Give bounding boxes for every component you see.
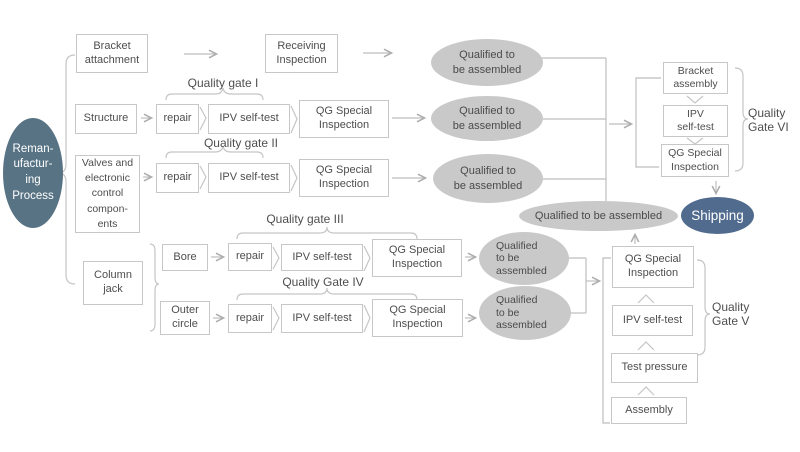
chevron-ipv3-qg3 — [363, 245, 371, 272]
box-qg-special-gate5: QG Special Inspection — [612, 246, 694, 288]
chevron-repair2-ipv2 — [199, 165, 207, 190]
box-qg-special-outer: QG Special Inspection — [372, 299, 463, 337]
box-ipv-selftest-gate6: IPV self-test — [663, 105, 728, 137]
shipping-ellipse: Shipping — [681, 197, 754, 234]
label-quality-gate-5: Quality Gate V — [712, 300, 750, 329]
qualified-ellipse-4: Qualified to be assembled — [479, 232, 569, 285]
chevron-repair1-ipv1 — [199, 106, 207, 131]
label-quality-gate-1: Quality gate I — [187, 76, 259, 90]
qualified-ellipse-2: Qualified to be assembled — [431, 96, 543, 141]
box-column-jack: Column jack — [83, 261, 143, 305]
box-ipv-selftest-gate5: IPV self-test — [612, 305, 693, 336]
qualified-ellipse-3: Qualified to be assembled — [433, 154, 543, 203]
box-bore: Bore — [162, 244, 208, 271]
box-repair-bore: repair — [228, 243, 272, 271]
brace-gate3 — [236, 226, 418, 240]
label-quality-gate-4: Quality Gate IV — [282, 275, 364, 289]
box-assembly: Assembly — [611, 397, 687, 424]
brace-gate1 — [165, 87, 264, 101]
label-quality-gate-3: Quality gate III — [266, 212, 344, 226]
box-bracket-attachment: Bracket attachment — [76, 34, 148, 73]
qualified-ellipse-5: Qualified to be assembled — [479, 286, 571, 340]
box-outer-circle: Outer circle — [160, 301, 210, 335]
chevron-ipv4-qg4 — [363, 304, 371, 333]
chevron-testpressure-ipv5 — [637, 341, 655, 351]
chevron-assembly-testpressure — [637, 386, 655, 396]
brace-gate2 — [165, 145, 264, 159]
bracket-gate6-stack — [635, 77, 661, 168]
box-qg-special-structure: QG Special Inspection — [299, 100, 389, 138]
label-quality-gate-2: Quality gate II — [203, 136, 279, 150]
box-ipv-selftest-structure: IPV self-test — [208, 104, 290, 134]
box-repair-structure: repair — [156, 104, 199, 134]
box-ipv-selftest-valves: IPV self-test — [208, 163, 290, 193]
qualified-ellipse-1: Qualified to be assembled — [431, 39, 543, 86]
box-ipv-selftest-outer: IPV self-test — [281, 304, 363, 333]
box-bracket-assembly: Bracket assembly — [663, 62, 728, 94]
process-start-ellipse: Reman- ufactur- ing Process — [3, 118, 63, 228]
label-quality-gate-6: Quality Gate VI — [748, 106, 789, 135]
box-qg-special-gate6: QG Special Inspection — [661, 144, 729, 177]
box-qg-special-bore: QG Special Inspection — [372, 239, 462, 277]
box-structure: Structure — [75, 104, 137, 134]
brace-gate4 — [236, 287, 418, 301]
box-qg-special-valves: QG Special Inspection — [299, 159, 389, 197]
chevron-ipv5-qg5 — [637, 294, 655, 304]
box-receiving-inspection: Receiving Inspection — [265, 34, 338, 73]
brace-column-jack — [149, 243, 160, 332]
bracket-gate5-stack — [602, 257, 611, 424]
brace-gate5 — [696, 259, 711, 356]
chevron-ipv2-qg2 — [290, 164, 298, 192]
qualified-ellipse-wide: Qualified to be assembled — [519, 201, 678, 231]
box-ipv-selftest-bore: IPV self-test — [281, 244, 363, 271]
chevron-bracketassembly-ipv — [686, 95, 704, 104]
box-test-pressure: Test pressure — [611, 353, 698, 383]
chevron-repair4-ipv4 — [272, 306, 280, 331]
box-repair-outer: repair — [228, 304, 272, 333]
box-repair-valves: repair — [156, 163, 199, 193]
box-valves: Valves and electronic control compon- en… — [75, 155, 140, 233]
chevron-ipv1-qg1 — [290, 105, 298, 134]
chevron-repair3-ipv3 — [272, 246, 280, 270]
brace-gate6 — [734, 67, 749, 172]
